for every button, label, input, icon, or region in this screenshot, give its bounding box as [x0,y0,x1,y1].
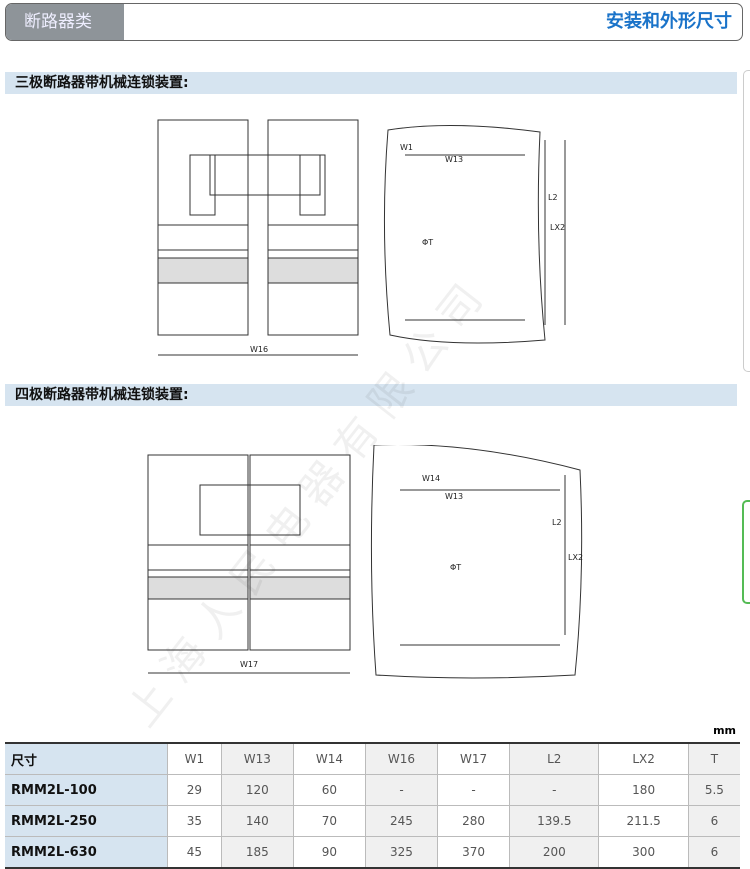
page-title: 安装和外形尺寸 [606,11,732,32]
cell: 280 [437,805,511,837]
cell: 139.5 [509,805,600,837]
cell: 35 [167,805,222,837]
unit-label: mm [713,724,736,737]
breaker-left [157,119,249,336]
l2-label: L2 [548,193,558,202]
cell: 60 [292,774,366,806]
cell: 370 [437,836,511,869]
cell: 6 [687,836,740,869]
side-tab-active[interactable] [742,500,750,604]
w14-label: W14 [422,474,440,483]
cell: 90 [292,836,366,869]
table-row: RMM2L-100 29 120 60 - - - 180 5.5 [5,774,740,806]
t-label: ΦT [422,238,433,247]
cell: 300 [598,836,689,869]
breaker-right [267,119,359,336]
cell: 45 [167,836,222,869]
model-cell: RMM2L-630 [5,836,168,869]
header-cell: W16 [364,742,439,775]
cell: 245 [364,805,439,837]
model-cell: RMM2L-250 [5,805,168,837]
lx2-label: LX2 [568,553,583,562]
cell: 29 [167,774,222,806]
cell: 6 [687,805,740,837]
header-cell: W17 [437,742,511,775]
dimension-table: 尺寸 W1 W13 W14 W16 W17 L2 LX2 T RMM2L-100… [5,742,740,869]
lx2-label: LX2 [550,223,565,232]
w13-label: W13 [445,492,463,501]
header-cell: L2 [509,742,600,775]
header-cell: LX2 [598,742,689,775]
side-tab[interactable] [743,70,750,372]
table-row: RMM2L-630 45 185 90 325 370 200 300 6 [5,836,740,869]
t-label: ΦT [450,563,461,572]
page-header: 断路器类 安装和外形尺寸 [5,3,743,41]
section-title-3pole: 三极断路器带机械连锁装置: [5,72,737,94]
cell: - [509,774,600,806]
table-row: RMM2L-250 35 140 70 245 280 139.5 211.5 … [5,805,740,837]
table-header-row: 尺寸 W1 W13 W14 W16 W17 L2 LX2 T [5,742,740,775]
w1-label: W1 [400,143,413,152]
cell: 325 [364,836,439,869]
diagram-4pole: W17 W14 W13 L2 LX2 ΦT [147,445,583,679]
w17-label: W17 [240,660,258,669]
model-cell: RMM2L-100 [5,774,168,806]
cell: - [364,774,439,806]
l2-label: L2 [552,518,562,527]
cell: 5.5 [687,774,740,806]
diagram-3pole: W16 W1 W13 L2 LX2 ΦT [157,119,566,356]
category-label: 断路器类 [6,4,124,40]
header-cell: T [687,742,740,775]
header-cell: W14 [292,742,366,775]
cell: 180 [598,774,689,806]
cell: - [437,774,511,806]
w13-label: W13 [445,155,463,164]
header-cell: W13 [220,742,294,775]
cell: 200 [509,836,600,869]
cell: 140 [220,805,294,837]
header-cell: W1 [167,742,222,775]
cell: 211.5 [598,805,689,837]
section-title-4pole: 四极断路器带机械连锁装置: [5,384,737,406]
w16-label: W16 [250,345,268,354]
cell: 70 [292,805,366,837]
header-cell: 尺寸 [5,742,168,775]
cell: 185 [220,836,294,869]
cell: 120 [220,774,294,806]
